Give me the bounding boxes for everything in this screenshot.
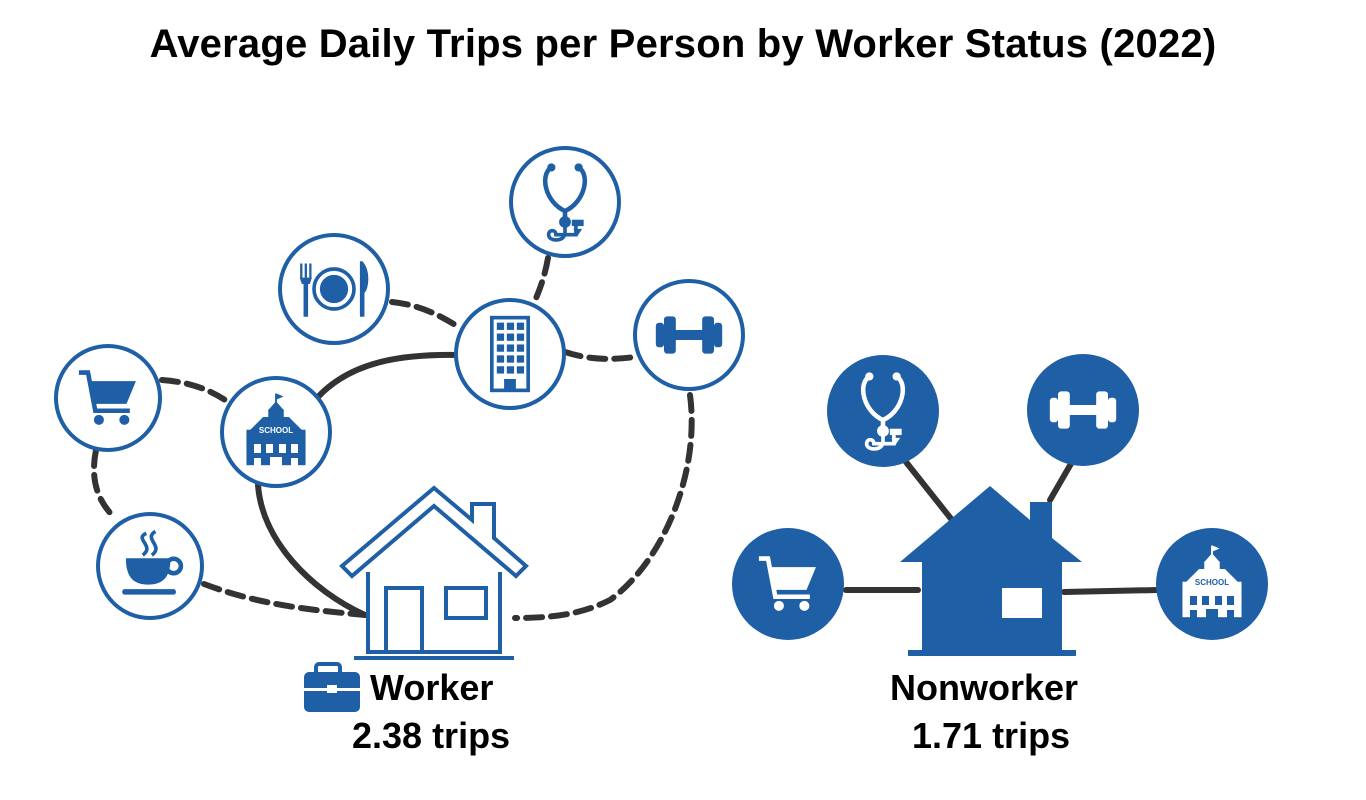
link-school-home: [255, 482, 368, 618]
shopping-cart-icon: [732, 528, 844, 640]
worker-trips-value: 2.38 trips: [352, 715, 511, 756]
link-coffee-home: [201, 581, 368, 618]
link-steth-home: [903, 459, 955, 523]
restaurant-icon: [278, 233, 390, 345]
stethoscope-icon: [827, 355, 939, 467]
nonworker-trips-value: 1.71 trips: [912, 715, 1071, 756]
nonworker-label: Nonworker: [890, 667, 1079, 708]
link-gym-home: [1047, 459, 1075, 503]
dumbbell-icon: [633, 279, 745, 391]
briefcase-icon: [304, 662, 360, 712]
link-cart-coffee: [90, 447, 115, 518]
link-office-steth: [530, 255, 551, 308]
link-office-gym: [562, 349, 638, 362]
nonworker-house-icon: [900, 486, 1082, 656]
stethoscope-icon: [509, 146, 621, 258]
school-sign-text: SCHOOL: [259, 426, 293, 435]
office-building-icon: [454, 298, 566, 410]
chart-title: Average Daily Trips per Person by Worker…: [149, 22, 1217, 66]
link-home-school: [1061, 587, 1161, 595]
worker-label: Worker: [370, 667, 494, 708]
link-cart-school: [159, 377, 228, 403]
worker-house-icon: [339, 485, 529, 660]
school-sign-text: SCHOOL: [1195, 578, 1229, 587]
school-icon: SCHOOL: [1156, 528, 1268, 640]
link-school-office: [314, 351, 461, 401]
worker-trip-network: SCHOOL: [54, 146, 745, 660]
link-gym-home: [512, 392, 695, 621]
dumbbell-icon: [1027, 354, 1139, 466]
coffee-cup-icon: [96, 512, 204, 620]
link-dining-office: [389, 299, 463, 331]
nonworker-trip-network: SCHOOL: [732, 354, 1268, 656]
school-icon: SCHOOL: [220, 376, 332, 488]
shopping-cart-icon: [54, 344, 162, 452]
